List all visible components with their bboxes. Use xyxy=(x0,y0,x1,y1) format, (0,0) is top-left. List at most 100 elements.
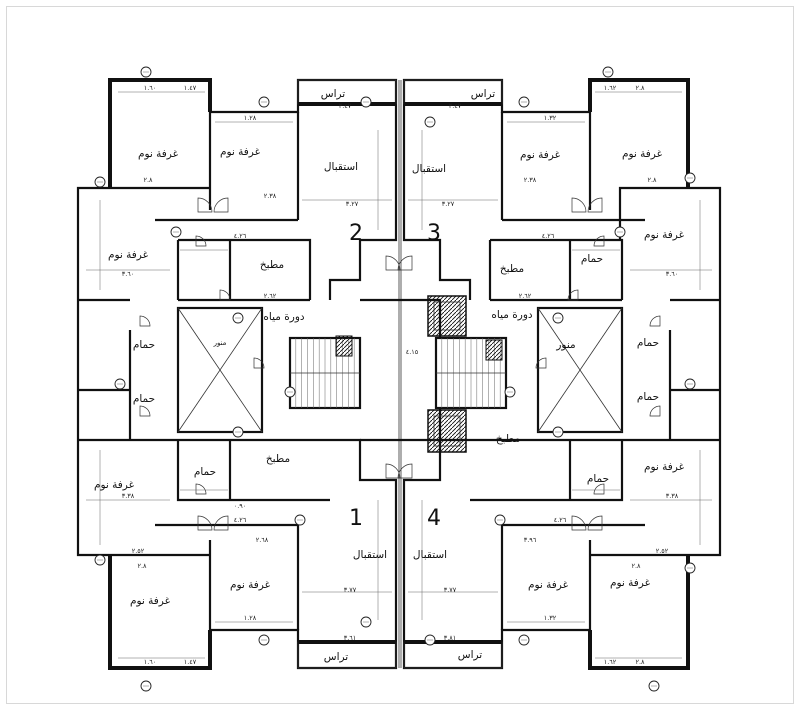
dimension-text: ٤.٢٦ xyxy=(234,516,247,524)
room-label-terrace: تراس xyxy=(321,88,346,100)
dimension-text: ١.٢٨ xyxy=(244,614,257,622)
dimension-text: ٢.٨ xyxy=(647,176,657,184)
dimension-text: ١.٦٠ xyxy=(144,658,157,666)
room-label-lightwell: منور xyxy=(213,339,227,347)
dimension-text: ٣.٣٨ xyxy=(122,492,135,500)
grid-marker xyxy=(170,226,182,238)
grid-marker xyxy=(140,680,152,692)
door-swing xyxy=(587,197,603,213)
dimension-text: ٠.٩٠ xyxy=(234,502,247,510)
dimension-lines xyxy=(86,91,712,659)
door-swing xyxy=(587,515,603,531)
door-swing xyxy=(139,315,151,327)
room-label-lightwell: منور xyxy=(555,339,575,351)
dimension-text: ٣.٢٧ xyxy=(442,200,455,208)
dimension-text: ١.٦٠ xyxy=(144,84,157,92)
room-label-bathroom: حمام xyxy=(133,393,155,405)
grid-marker xyxy=(614,226,626,238)
door-swing xyxy=(397,255,413,271)
room-label-bedroom: غرفة نوم xyxy=(644,461,685,473)
dimension-texts: ١.٤٧ ١.٦٠ ٣.٤٧ ١.٢٨ ٢.٣٨ ٣.٢٧ ٢.٨ ٣.٦٠ ٤… xyxy=(122,84,679,666)
grid-markers xyxy=(94,66,696,692)
room-label-kitchen: مطبخ xyxy=(496,433,520,445)
grid-marker xyxy=(284,386,296,398)
grid-marker xyxy=(684,172,696,184)
grid-marker xyxy=(684,378,696,390)
grid-marker xyxy=(258,634,270,646)
room-label-bedroom: غرفة نوم xyxy=(108,249,149,261)
dimension-text: ٣.٨١ xyxy=(444,634,457,642)
dimension-text: ٢.٦٢ xyxy=(519,292,532,300)
doors xyxy=(139,197,661,531)
grid-marker xyxy=(258,96,270,108)
door-swing xyxy=(571,197,587,213)
grid-marker xyxy=(360,616,372,628)
door-swing xyxy=(195,235,207,247)
dimension-text: ٢.٣٨ xyxy=(264,192,277,200)
room-label-wc: دورة مياه xyxy=(491,309,532,321)
room-label-bedroom: غرفة نوم xyxy=(130,595,171,607)
unit-2-walls xyxy=(78,112,398,442)
dimension-text: ١.٤٧ xyxy=(184,84,197,92)
room-label-kitchen: مطبخ xyxy=(500,263,524,275)
door-swing xyxy=(197,515,213,531)
room-label-bedroom: غرفة نوم xyxy=(94,479,135,491)
room-label-bathroom: حمام xyxy=(194,466,216,478)
door-swing xyxy=(535,357,547,369)
room-label-bedroom: غرفة نوم xyxy=(644,229,685,241)
room-label-terrace: تراس xyxy=(458,649,483,661)
door-swing xyxy=(649,405,661,417)
room-label-reception: استقبال xyxy=(353,549,387,561)
dimension-text: ٢.٣٨ xyxy=(524,176,537,184)
unit-number: 2 xyxy=(349,221,363,246)
room-label-bedroom: غرفة نوم xyxy=(138,148,179,160)
dimension-text: ٤.٢٦ xyxy=(542,232,555,240)
dimension-text: ٢.٦٢ xyxy=(264,292,277,300)
dimension-text: ٣.٤٧ xyxy=(339,102,352,110)
dimension-text: ٣.٧٧ xyxy=(344,586,357,594)
grid-marker xyxy=(114,378,126,390)
shafts xyxy=(335,295,503,453)
light-wells xyxy=(176,306,624,434)
dimension-text: ٤.٢٦ xyxy=(554,516,567,524)
door-swing xyxy=(593,235,605,247)
dimension-text: ١.٣٢ xyxy=(544,114,557,122)
unit-3-walls xyxy=(402,112,720,442)
room-label-wc: دورة مياه xyxy=(263,311,304,323)
unit-1-walls xyxy=(110,438,398,630)
unit-4-walls xyxy=(402,438,688,630)
grid-marker xyxy=(602,66,614,78)
door-swing xyxy=(571,515,587,531)
room-label-kitchen: مطبخ xyxy=(260,259,284,271)
dimension-text: ٣.٦٠ xyxy=(666,270,679,278)
door-swing xyxy=(649,315,661,327)
terraces xyxy=(297,79,503,669)
room-label-bedroom: غرفة نوم xyxy=(220,146,261,158)
dimension-text: ١.٦٢ xyxy=(604,658,617,666)
room-label-reception: استقبال xyxy=(324,161,358,173)
door-swing xyxy=(195,483,207,495)
dimension-text: ٢.٦٨ xyxy=(256,536,269,544)
door-swing xyxy=(197,197,213,213)
grid-marker xyxy=(552,426,564,438)
unit-number: 3 xyxy=(427,221,441,246)
grid-marker xyxy=(94,554,106,566)
grid-marker xyxy=(424,116,436,128)
room-label-bedroom: غرفة نوم xyxy=(230,579,271,591)
dimension-text: ١.٢٨ xyxy=(244,114,257,122)
room-label-bathroom: حمام xyxy=(587,473,609,485)
grid-marker xyxy=(518,96,530,108)
dimension-text: ٣.٣٨ xyxy=(666,492,679,500)
unit-number: 4 xyxy=(427,506,441,531)
grid-marker xyxy=(552,312,564,324)
dimension-text: ٢.٨ xyxy=(137,562,147,570)
door-swing xyxy=(593,483,605,495)
grid-marker xyxy=(140,66,152,78)
grid-marker xyxy=(232,312,244,324)
dimension-text: ٣.٩٦ xyxy=(524,536,537,544)
unit-number: 1 xyxy=(349,506,363,531)
room-labels: غرفة نوم غرفة نوم استقبال تراس غرفة نوم … xyxy=(94,88,685,663)
dimension-text: ٣.٤٧ xyxy=(449,102,462,110)
room-label-reception: استقبال xyxy=(412,163,446,175)
